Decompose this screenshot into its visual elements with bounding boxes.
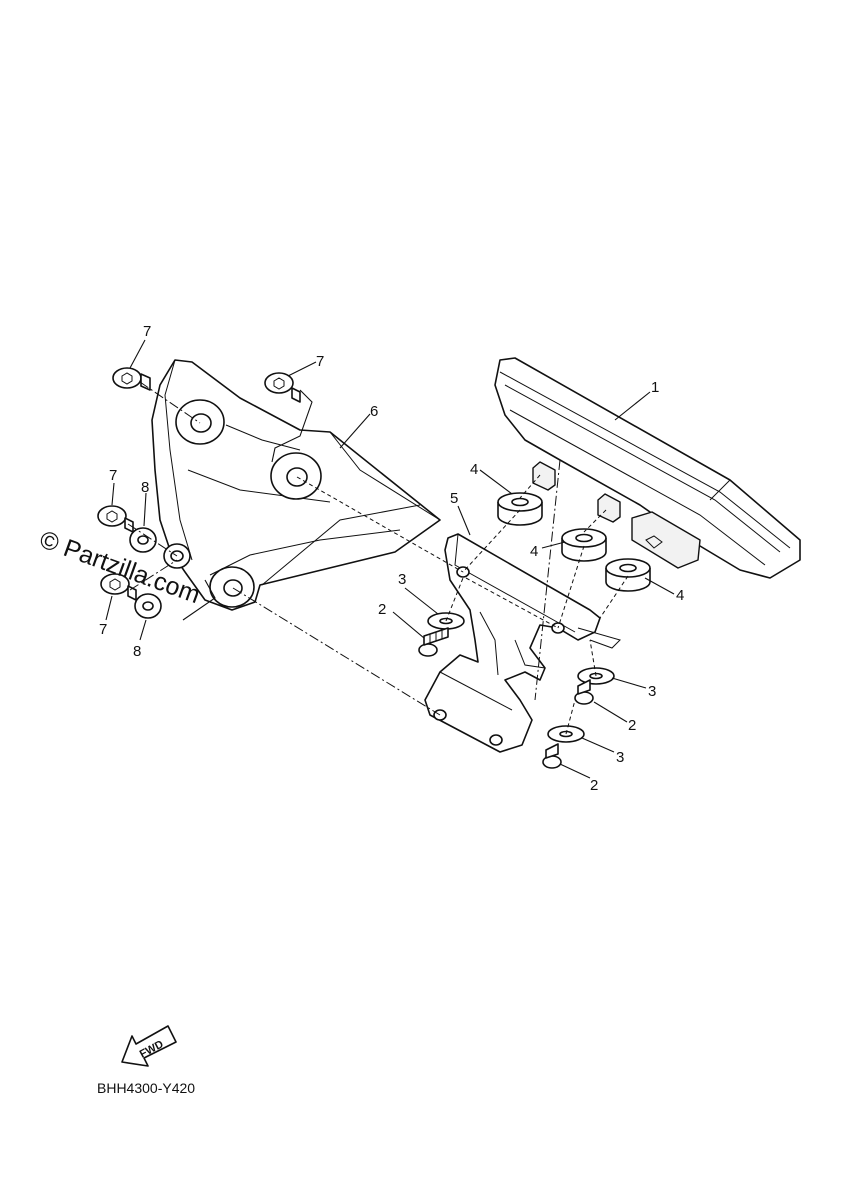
callout-6: 6 xyxy=(370,403,378,420)
callout-2b: 2 xyxy=(628,717,636,734)
callout-4a: 4 xyxy=(470,461,478,478)
callout-7a: 7 xyxy=(143,323,151,340)
callout-8a: 8 xyxy=(141,479,149,496)
meter-stay-bracket xyxy=(424,533,621,753)
grommet-a xyxy=(497,492,543,526)
bolt-7d xyxy=(100,573,137,601)
bolt-2c xyxy=(542,743,562,769)
meter-assembly xyxy=(494,357,801,579)
grommet-b xyxy=(561,528,607,562)
callout-1: 1 xyxy=(651,379,659,396)
callout-7c: 7 xyxy=(109,467,117,484)
bolt-7b xyxy=(264,372,301,403)
assembly-lines xyxy=(127,381,629,735)
callout-4c: 4 xyxy=(676,587,684,604)
callout-2c: 2 xyxy=(590,777,598,794)
callout-3c: 3 xyxy=(616,749,624,766)
callout-3b: 3 xyxy=(648,683,656,700)
bolt-7c xyxy=(97,505,134,533)
leader-lines xyxy=(105,339,675,779)
callout-3a: 3 xyxy=(398,571,406,588)
bolt-2b xyxy=(574,679,594,705)
callout-2a: 2 xyxy=(378,601,386,618)
grommet-c xyxy=(605,558,651,592)
meter-cover-bracket xyxy=(151,359,441,611)
callout-4b: 4 xyxy=(530,543,538,560)
callout-7d: 7 xyxy=(99,621,107,638)
bolt-2a xyxy=(418,627,449,657)
callout-7b: 7 xyxy=(316,353,324,370)
diagram-code: BHH4300-Y420 xyxy=(97,1080,195,1096)
callout-8b: 8 xyxy=(133,643,141,660)
collar-8b xyxy=(134,593,162,619)
callout-5: 5 xyxy=(450,490,458,507)
collar-8a xyxy=(129,527,157,553)
fwd-arrow-icon: FWD xyxy=(121,1025,177,1067)
bolt-7a xyxy=(112,367,151,391)
